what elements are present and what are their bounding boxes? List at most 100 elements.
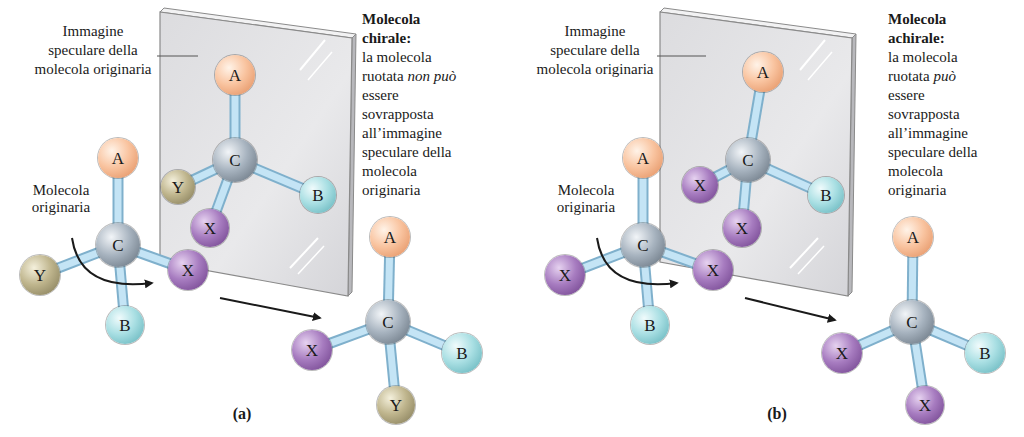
- atom-sphere: C: [213, 138, 257, 182]
- chirality-note: Molecola chirale: la molecola ruotata no…: [362, 10, 466, 200]
- atom-letter: B: [644, 317, 655, 334]
- bond-rod: [915, 342, 922, 388]
- glass-streak: [290, 238, 318, 268]
- bond-rod: [235, 93, 236, 140]
- bond-fill: [909, 255, 917, 302]
- bond-fill: [743, 180, 746, 211]
- mirror-image-label-text: Immagine speculare della molecola origin…: [536, 23, 653, 77]
- atom-sphere: X: [191, 209, 229, 247]
- atom-letter: A: [384, 229, 396, 246]
- chirality-note-text: essere sovrapposta all’immagine specular…: [362, 87, 452, 198]
- atom-sphere: A: [893, 217, 933, 257]
- transfer-arrow: [220, 298, 320, 318]
- bond-outline: [915, 342, 922, 388]
- panel-label: (b): [755, 404, 799, 424]
- atom-sphere: X: [822, 333, 862, 373]
- bond-outline: [645, 265, 649, 308]
- bond-outline: [57, 252, 100, 268]
- atom-sphere: A: [215, 55, 255, 95]
- bond-fill: [645, 265, 649, 308]
- bond-rod: [662, 252, 696, 264]
- atom-sphere: Y: [20, 255, 60, 295]
- bond-rod: [858, 330, 893, 346]
- bond-outline: [390, 342, 394, 388]
- atom-letter: X: [182, 262, 194, 279]
- glass-streak: [298, 246, 324, 274]
- panel-label-text: (a): [233, 405, 252, 422]
- atom-letter: A: [229, 67, 241, 84]
- bond-fill: [930, 330, 968, 346]
- bond-rod: [912, 255, 914, 302]
- bond-outline: [858, 330, 893, 346]
- bond-rod: [118, 176, 119, 225]
- bond-fill: [388, 255, 389, 302]
- bond-rod: [766, 168, 811, 188]
- bond-outline: [662, 252, 696, 264]
- bond-outline: [582, 252, 625, 268]
- atom-letter: X: [919, 397, 931, 414]
- bond-rod: [329, 329, 369, 344]
- bond-fill: [858, 330, 893, 346]
- atom-letter: B: [119, 317, 130, 334]
- atom-letter: X: [204, 220, 216, 237]
- bond-outline: [230, 93, 241, 140]
- bond-outline: [751, 90, 760, 141]
- bond-fill: [915, 342, 922, 388]
- bond-outline: [907, 255, 919, 302]
- original-molecule-label-text: Molecola originaria: [557, 182, 615, 215]
- atom-sphere: B: [442, 333, 482, 373]
- atom-sphere: A: [370, 217, 410, 257]
- bond-rod: [57, 252, 100, 268]
- atom-sphere: X: [693, 250, 733, 290]
- chirality-note-text: essere sovrapposta all’immagine specular…: [888, 87, 978, 198]
- bond-fill: [751, 90, 760, 141]
- atom-sphere: X: [545, 255, 585, 295]
- bond-outline: [137, 252, 171, 264]
- atom-sphere: X: [906, 386, 944, 424]
- atom-sphere: X: [682, 167, 718, 203]
- atom-sphere: X: [292, 330, 332, 370]
- glass-streak: [308, 52, 332, 80]
- atom-letter: B: [312, 187, 323, 204]
- bond-group: [57, 90, 969, 388]
- atom-letter: C: [637, 237, 648, 254]
- atom-letter: Y: [172, 179, 184, 196]
- bond-rod: [120, 265, 124, 308]
- glass-streak: [790, 238, 818, 268]
- bond-rod: [751, 90, 760, 141]
- bond-outline: [216, 179, 228, 212]
- atom-letter: Y: [34, 267, 46, 284]
- bond-outline: [253, 168, 303, 189]
- mirror-image-label-text: Immagine speculare della molecola origin…: [34, 23, 151, 77]
- atom-letter: C: [229, 152, 240, 169]
- glass-streak: [808, 52, 832, 80]
- atom-sphere: Y: [161, 170, 195, 204]
- bond-fill: [192, 169, 217, 181]
- atom-letter: X: [306, 342, 318, 359]
- atom-sphere: Y: [377, 386, 415, 424]
- atom-letter: B: [820, 187, 831, 204]
- atom-letter: C: [906, 314, 917, 331]
- atom-sphere: B: [106, 306, 144, 344]
- mirror-plane: [660, 12, 852, 296]
- chirality-note: Molecola achirale: la molecola ruotata p…: [888, 10, 996, 200]
- atom-sphere: X: [168, 250, 208, 290]
- bond-rod: [582, 252, 625, 268]
- atom-sphere: C: [890, 300, 934, 344]
- leader-line: [157, 56, 198, 57]
- panel-label-text: (b): [767, 405, 787, 422]
- bond-fill: [662, 252, 696, 264]
- atom-sphere: B: [631, 306, 669, 344]
- bond-fill: [115, 176, 122, 225]
- bond-fill: [232, 93, 239, 140]
- atom-sphere: A: [623, 138, 663, 178]
- bond-fill: [329, 329, 369, 344]
- mirror-image-label: Immagine speculare della molecola origin…: [536, 22, 654, 79]
- bond-rod: [390, 342, 394, 388]
- original-molecule-label: Molecola originaria: [22, 182, 100, 216]
- atom-sphere: A: [98, 138, 138, 178]
- atom-sphere: B: [808, 177, 844, 213]
